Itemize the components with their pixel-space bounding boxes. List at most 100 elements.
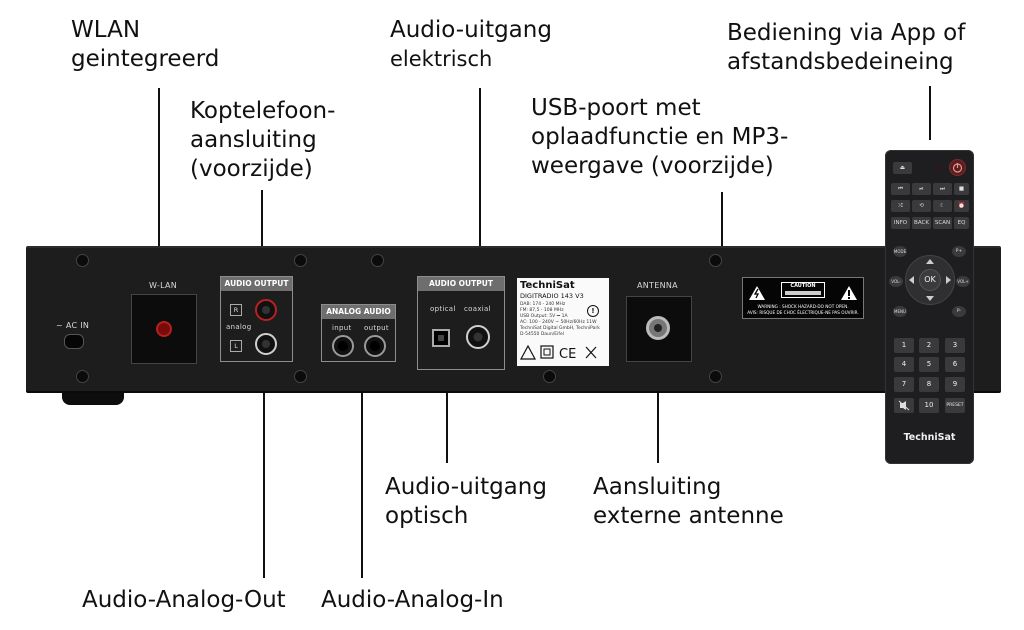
eq-button[interactable]: EQ (954, 217, 969, 229)
remote-control: ⏏ ⏮ ⏯ ⏭ ■ ⤮ ⟲ ☾ ⏰ INFO BACK SCAN EQ MODE… (885, 150, 974, 464)
audio-output-digital-panel: AUDIO OUTPUT optical coaxial (417, 276, 505, 370)
coaxial-label: coaxial (464, 305, 491, 313)
p-minus-button[interactable]: P- (952, 306, 966, 317)
screw (709, 370, 722, 383)
vol-minus-button[interactable]: VOL- (889, 276, 903, 287)
ac-in-socket[interactable] (64, 334, 84, 349)
leader-line-analog-out (263, 356, 265, 578)
wlan-label: W-LAN (149, 281, 178, 290)
nameplate-model: DIGITRADIO 143 V3 (520, 292, 584, 300)
warning-triangle-icon (749, 286, 765, 300)
number-button-5[interactable]: 5 (919, 357, 939, 372)
power-button[interactable] (949, 159, 966, 176)
screw (76, 370, 89, 383)
screw (294, 370, 307, 383)
warning-text-1: WARNING : SHOCK HAZARD-DO NOT OPEN. (757, 304, 849, 309)
number-button-7[interactable]: 7 (894, 377, 914, 392)
wlan-antenna-port[interactable] (131, 294, 197, 364)
menu-button[interactable]: MENU (893, 306, 907, 317)
next-button[interactable]: ⏭ (933, 183, 952, 195)
number-button-1[interactable]: 1 (894, 338, 914, 353)
wlan-antenna-connector (156, 321, 172, 337)
mode-button[interactable]: MODE (893, 246, 907, 257)
antenna-label: ANTENNA (637, 281, 678, 290)
mute-button[interactable] (894, 398, 914, 413)
leader-line-wlan (158, 88, 160, 256)
power-icon (952, 163, 963, 173)
antenna-port[interactable] (626, 296, 692, 362)
callout-audio-electric: Audio-uitgang elektrisch (390, 17, 552, 71)
callout-wlan: WLAN geintegreerd (71, 17, 220, 72)
number-button-4[interactable]: 4 (894, 357, 914, 372)
number-button-10[interactable]: 10 (919, 398, 939, 413)
device-foot-left (62, 387, 124, 405)
nameplate-line: AC: 100 - 240V ~ 50Hz/60Hz 11W (520, 320, 597, 325)
analog-output-jack[interactable] (364, 335, 386, 357)
shock-warning-label: CAUTION WARNING : SHOCK HAZARD-DO NOT OP… (742, 277, 864, 319)
standby-led (936, 165, 940, 169)
ok-button[interactable]: OK (919, 269, 941, 291)
analog-audio-heading: ANALOG AUDIO (322, 305, 395, 319)
callout-antenna: Aansluiting externe antenne (593, 474, 784, 529)
coaxial-output-jack[interactable] (466, 325, 490, 349)
rca-left-jack[interactable] (255, 333, 277, 355)
leader-line-remote (929, 86, 931, 140)
callout-usb: USB-poort met oplaadfunctie en MP3- weer… (531, 95, 789, 179)
input-label: input (332, 324, 352, 332)
leader-line-audio-electric (479, 88, 481, 333)
nameplate-line: DAB: 174 - 240 MHz (520, 302, 566, 307)
optical-label: optical (430, 305, 456, 313)
label-r: R (230, 304, 242, 316)
radio-rear-panel: ~ AC IN W-LAN AUDIO OUTPUT R analog L AN… (26, 246, 1001, 391)
nameplate-line: D-54550 Daun/Eifel (520, 332, 564, 337)
audio-output-analog-panel: AUDIO OUTPUT R analog L (220, 276, 293, 362)
shuffle-button[interactable]: ⤮ (891, 200, 910, 212)
warning-triangle-icon (841, 286, 857, 300)
leader-line-analog-in (361, 356, 363, 578)
screw (76, 254, 89, 267)
back-button[interactable]: BACK (912, 217, 931, 229)
number-button-8[interactable]: 8 (919, 377, 939, 392)
leader-line-usb (721, 192, 723, 246)
eject-button[interactable]: ⏏ (893, 162, 912, 174)
info-button[interactable]: INFO (891, 217, 910, 229)
product-nameplate: TechniSat DIGITRADIO 143 V3 DAB: 174 - 2… (517, 278, 609, 366)
vol-plus-button[interactable]: VOL+ (956, 276, 970, 287)
warning-text-2: AVIS: RISQUE DE CHOC ÉLECTRIQUE-NE PAS O… (747, 310, 859, 315)
alarm-button[interactable]: ⏰ (954, 200, 969, 212)
analog-label: analog (226, 323, 252, 331)
nameplate-brand: TechniSat (520, 280, 575, 291)
number-button-2[interactable]: 2 (919, 338, 939, 353)
arrow-icons (909, 259, 951, 301)
output-label: output (364, 324, 389, 332)
certification-icons: CE (519, 344, 606, 362)
mute-icon (898, 400, 910, 411)
callout-analog-in: Audio-Analog-In (321, 587, 504, 613)
callout-headphone: Koptelefoon- aansluiting (voorzijde) (190, 98, 336, 182)
leader-line-optical (446, 345, 448, 463)
stop-button[interactable]: ■ (954, 183, 969, 195)
number-button-9[interactable]: 9 (945, 377, 965, 392)
optical-output-port[interactable] (432, 329, 450, 347)
p-plus-button[interactable]: P+ (952, 246, 966, 257)
rca-right-jack[interactable] (255, 299, 277, 321)
svg-text:CE: CE (559, 347, 576, 360)
number-button-6[interactable]: 6 (945, 357, 965, 372)
audio-output-heading: AUDIO OUTPUT (221, 277, 292, 291)
sleep-button[interactable]: ☾ (933, 200, 952, 212)
audio-output-digital-heading: AUDIO OUTPUT (418, 277, 504, 291)
previous-button[interactable]: ⏮ (891, 183, 910, 195)
number-button-3[interactable]: 3 (945, 338, 965, 353)
analog-input-jack[interactable] (332, 335, 354, 357)
nameplate-line: TechniSat Digital GmbH, TechniPark (520, 326, 600, 331)
screw (709, 254, 722, 267)
screw (294, 254, 307, 267)
preset-button[interactable]: PRESET (945, 398, 965, 413)
callout-remote-app: Bediening via App of afstandsbedeineing (727, 20, 966, 75)
screw (543, 370, 556, 383)
play-pause-button[interactable]: ⏯ (912, 183, 931, 195)
antenna-connector (646, 316, 670, 340)
label-l: L (230, 340, 242, 352)
repeat-button[interactable]: ⟲ (912, 200, 931, 212)
scan-button[interactable]: SCAN (933, 217, 952, 229)
